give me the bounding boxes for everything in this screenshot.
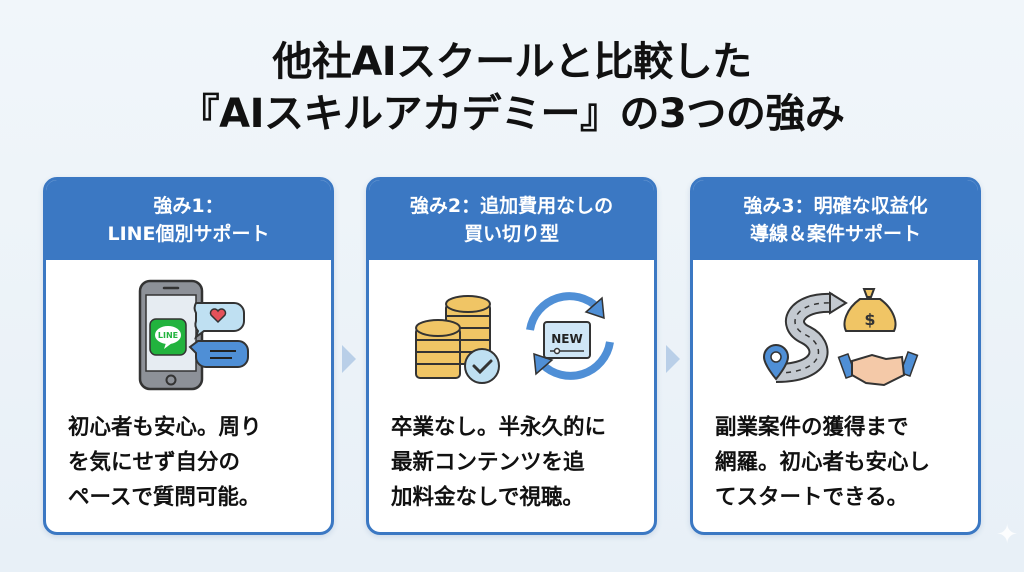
description-line: 加料金なしで視聴。 — [391, 485, 584, 510]
description-line: 最新コンテンツを追 — [391, 450, 585, 475]
description-line: てスタートできる。 — [715, 485, 909, 510]
description-line: を気にせず自分の — [68, 450, 241, 475]
card-description: 副業案件の獲得まで 網羅。初心者も安心し てスタートできる。 — [693, 410, 978, 515]
sparkle-icon: ✦ — [996, 520, 1018, 550]
card-description: 初心者も安心。周り を気にせず自分の ペースで質問可能。 — [46, 410, 331, 515]
card-heading-line-1: 強み3：明確な収益化 — [743, 195, 928, 217]
card-heading-line-2: 導線＆案件サポート — [749, 223, 921, 245]
strength-card-2: 強み2：追加費用なしの 買い切り型 NEW 卒業なし。半永久的に — [366, 177, 657, 535]
description-line: 網羅。初心者も安心し — [715, 450, 931, 475]
svg-text:$: $ — [864, 310, 875, 329]
description-line: 卒業なし。半永久的に — [391, 415, 607, 440]
description-line: 副業案件の獲得まで — [715, 415, 909, 440]
strength-card-1: 強み1： LINE個別サポート LINE 初心者も安心。周り を気にせず自分の … — [43, 177, 334, 535]
card-heading-line-2: 買い切り型 — [463, 223, 559, 245]
card-header: 強み3：明確な収益化 導線＆案件サポート — [693, 180, 978, 260]
page-title: 他社AIスクールと比較した 『AIスキルアカデミー』の3つの強み — [0, 36, 1024, 140]
card-header: 強み1： LINE個別サポート — [46, 180, 331, 260]
road-moneybag-handshake-icon: $ — [693, 260, 978, 410]
description-line: 初心者も安心。周り — [68, 415, 262, 440]
card-heading-line-2: LINE個別サポート — [107, 223, 270, 245]
arrow-right-icon — [666, 345, 680, 373]
svg-text:NEW: NEW — [551, 332, 582, 346]
title-line-1: 他社AIスクールと比較した — [272, 39, 752, 85]
card-header: 強み2：追加費用なしの 買い切り型 — [369, 180, 654, 260]
card-description: 卒業なし。半永久的に 最新コンテンツを追 加料金なしで視聴。 — [369, 410, 654, 515]
card-heading-line-1: 強み1： — [153, 195, 224, 217]
svg-text:LINE: LINE — [157, 331, 177, 340]
coins-and-refresh-new-icon: NEW — [369, 260, 654, 410]
smartphone-line-chat-icon: LINE — [46, 260, 331, 410]
title-line-2: 『AIスキルアカデミー』の3つの強み — [179, 91, 845, 137]
strength-card-3: 強み3：明確な収益化 導線＆案件サポート $ 副業案件の獲得まで 網羅。初心者も… — [690, 177, 981, 535]
description-line: ペースで質問可能。 — [68, 485, 261, 510]
arrow-right-icon — [342, 345, 356, 373]
card-heading-line-1: 強み2：追加費用なしの — [409, 195, 614, 217]
